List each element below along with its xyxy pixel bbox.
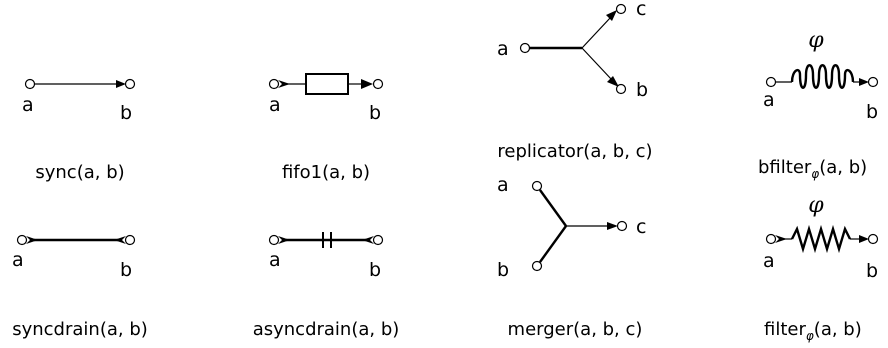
- merger-port-a: [531, 180, 543, 192]
- asyncdrain-port-a: [268, 234, 280, 246]
- asyncdrain-channel: a b asyncdrain(a, b): [253, 232, 400, 340]
- merger-label-c: c: [636, 216, 646, 238]
- replicator-branch-b: [581, 47, 613, 81]
- fifo1-caption: fifo1(a, b): [282, 162, 370, 183]
- syncdrain-port-b: [124, 234, 136, 246]
- bfilter-label-b: b: [866, 101, 878, 123]
- filter-channel: φ a b filterφ(a, b): [763, 193, 879, 343]
- replicator-caption: replicator(a, b, c): [497, 141, 652, 162]
- bfilter-coil: [790, 64, 855, 89]
- asyncdrain-label-b: b: [369, 259, 381, 281]
- replicator-arrowhead-b: [607, 76, 619, 87]
- bfilter-port-b: [867, 76, 879, 88]
- filter-caption-sub: φ: [806, 329, 814, 343]
- merger-arrowhead: [607, 222, 618, 230]
- filter-arrowhead: [859, 235, 869, 243]
- syncdrain-port-a: [16, 234, 28, 246]
- filter-arrow-a: [775, 235, 787, 243]
- replicator-label-a: a: [497, 38, 509, 60]
- syncdrain-arrow-b: [114, 236, 126, 244]
- filter-label-b: b: [866, 260, 878, 282]
- filter-caption-main: filter: [764, 319, 806, 340]
- filter-param: φ: [808, 193, 824, 218]
- merger-input-b: [539, 225, 567, 263]
- syncdrain-label-a: a: [12, 249, 24, 271]
- replicator-arrowhead-c: [606, 10, 617, 21]
- sync-label-a: a: [22, 94, 34, 116]
- fifo1-label-a: a: [269, 94, 281, 116]
- replicator-port-c: [615, 3, 627, 15]
- fifo1-port-b: [372, 78, 384, 90]
- bfilter-caption: bfilterφ(a, b): [758, 157, 867, 181]
- filter-zigzag: [790, 224, 852, 254]
- fifo1-label-b: b: [369, 102, 381, 124]
- merger-label-b: b: [497, 259, 509, 281]
- sync-port-a: [24, 78, 36, 90]
- merger-label-a: a: [497, 174, 509, 196]
- filter-port-a: [765, 233, 777, 245]
- replicator-node: a c b replicator(a, b, c): [497, 0, 653, 162]
- syncdrain-channel: a b syncdrain(a, b): [12, 234, 148, 340]
- replicator-branch-c: [581, 16, 612, 49]
- asyncdrain-caption: asyncdrain(a, b): [253, 319, 400, 340]
- asyncdrain-port-b: [372, 234, 384, 246]
- sync-caption: sync(a, b): [35, 162, 124, 183]
- fifo1-arrowhead: [361, 79, 373, 89]
- sync-arrowhead: [116, 80, 126, 88]
- asyncdrain-arrow-a: [278, 236, 290, 244]
- filter-caption: filterφ(a, b): [764, 319, 862, 343]
- replicator-port-a: [519, 42, 531, 54]
- replicator-label-c: c: [636, 0, 646, 20]
- fifo1-buffer: [305, 73, 349, 95]
- merger-caption: merger(a, b, c): [508, 319, 643, 340]
- bfilter-caption-main: bfilter: [758, 157, 812, 178]
- merger-port-c: [616, 220, 628, 232]
- syncdrain-arrow-a: [26, 236, 38, 244]
- bfilter-param: φ: [808, 28, 824, 53]
- replicator-label-b: b: [636, 79, 648, 101]
- syncdrain-caption: syncdrain(a, b): [12, 319, 148, 340]
- merger-input-a: [539, 189, 567, 227]
- bfilter-caption-sub: φ: [811, 167, 819, 181]
- merger-port-b: [531, 260, 543, 272]
- fifo1-port-a: [268, 78, 280, 90]
- filter-caption-args: (a, b): [814, 319, 862, 340]
- bfilter-label-a: a: [763, 89, 775, 111]
- syncdrain-label-b: b: [120, 259, 132, 281]
- merger-node: a b c merger(a, b, c): [497, 174, 646, 340]
- fifo1-channel: a b fifo1(a, b): [268, 73, 384, 183]
- sync-label-b: b: [120, 102, 132, 124]
- replicator-port-b: [615, 83, 627, 95]
- asyncdrain-arrow-b: [362, 236, 374, 244]
- sync-channel: a b sync(a, b): [22, 78, 136, 183]
- bfilter-channel: φ a b bfilterφ(a, b): [758, 28, 879, 181]
- sync-port-b: [124, 78, 136, 90]
- filter-label-a: a: [763, 250, 775, 272]
- bfilter-caption-args: (a, b): [819, 157, 867, 178]
- asyncdrain-label-a: a: [269, 249, 281, 271]
- bfilter-arrowhead: [859, 78, 869, 86]
- bfilter-port-a: [765, 76, 777, 88]
- filter-port-b: [867, 233, 879, 245]
